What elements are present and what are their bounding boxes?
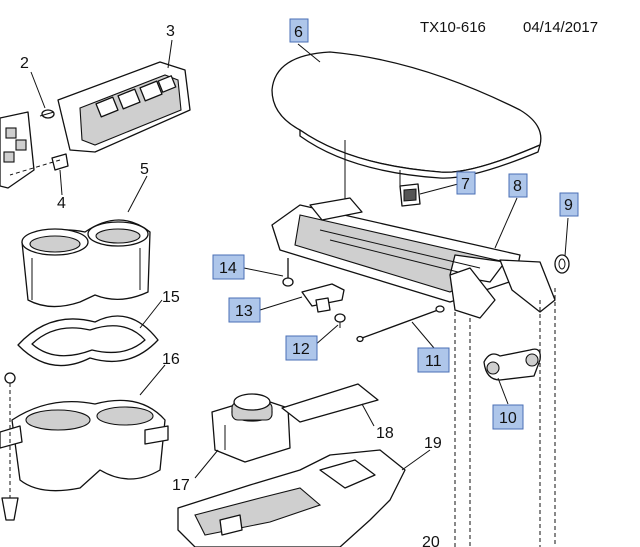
callout-6-box bbox=[289, 18, 309, 43]
callout-10-box bbox=[492, 404, 524, 430]
part-2-screw bbox=[39, 109, 55, 119]
part-4-clip bbox=[9, 153, 69, 176]
callout-11: 11 bbox=[425, 353, 442, 370]
doc-id: TX10-616 bbox=[420, 19, 486, 36]
callout-labels: 2 3 4 5 15 16 17 18 19 20 bbox=[20, 23, 442, 547]
part-14-screw bbox=[282, 258, 294, 287]
part-17-switch-knob bbox=[211, 393, 291, 463]
leader-lines bbox=[30, 39, 569, 479]
part-3-switch-bezel bbox=[57, 61, 191, 153]
part-16-cupholder-base bbox=[0, 399, 169, 492]
callout-14: 14 bbox=[219, 260, 237, 277]
callout-3: 3 bbox=[166, 23, 175, 40]
callout-7-box bbox=[456, 171, 476, 195]
part-11-hinge-pin bbox=[356, 305, 445, 343]
switch-cluster bbox=[0, 111, 35, 189]
callout-2: 2 bbox=[20, 55, 29, 72]
callout-6: 6 bbox=[294, 24, 303, 41]
callout-13-box bbox=[228, 297, 261, 323]
callout-15: 15 bbox=[162, 289, 180, 306]
callout-14-box bbox=[212, 254, 245, 280]
callout-7: 7 bbox=[461, 176, 470, 193]
part-6-armrest-lid bbox=[271, 51, 542, 210]
reference-lines bbox=[454, 288, 556, 547]
callout-12-box bbox=[285, 335, 318, 361]
part-9-retaining-ring bbox=[554, 254, 570, 274]
callout-12: 12 bbox=[292, 341, 310, 358]
highlighted-callouts: 6 7 8 9 10 11 12 13 14 bbox=[212, 18, 579, 430]
part-19-console-housing bbox=[177, 449, 406, 547]
callout-8-box bbox=[508, 173, 528, 198]
part-13-bracket bbox=[301, 283, 345, 313]
callout-16: 16 bbox=[162, 351, 180, 368]
callout-19: 19 bbox=[424, 435, 442, 452]
part-18-mat bbox=[281, 383, 379, 423]
callout-13: 13 bbox=[235, 303, 253, 320]
callout-11-box bbox=[417, 347, 450, 373]
part-10-spring bbox=[483, 348, 541, 381]
callout-5: 5 bbox=[140, 161, 149, 178]
screw-left-lower bbox=[1, 372, 19, 521]
callout-9: 9 bbox=[564, 197, 573, 214]
part-5-cupholder-insert bbox=[21, 219, 151, 308]
part-8-console-tray bbox=[271, 197, 556, 319]
callout-8: 8 bbox=[513, 178, 522, 195]
header: TX10-616 04/14/2017 bbox=[420, 19, 598, 36]
callout-20: 20 bbox=[422, 534, 440, 547]
part-7-latch bbox=[399, 183, 421, 207]
doc-date: 04/14/2017 bbox=[523, 19, 598, 36]
part-15-cupholder-ring bbox=[17, 315, 159, 367]
callout-18: 18 bbox=[376, 425, 394, 442]
callout-10: 10 bbox=[499, 410, 517, 427]
part-12-screw bbox=[334, 313, 346, 328]
callout-17: 17 bbox=[172, 477, 190, 494]
callout-4: 4 bbox=[57, 195, 66, 212]
callout-9-box bbox=[559, 192, 579, 217]
